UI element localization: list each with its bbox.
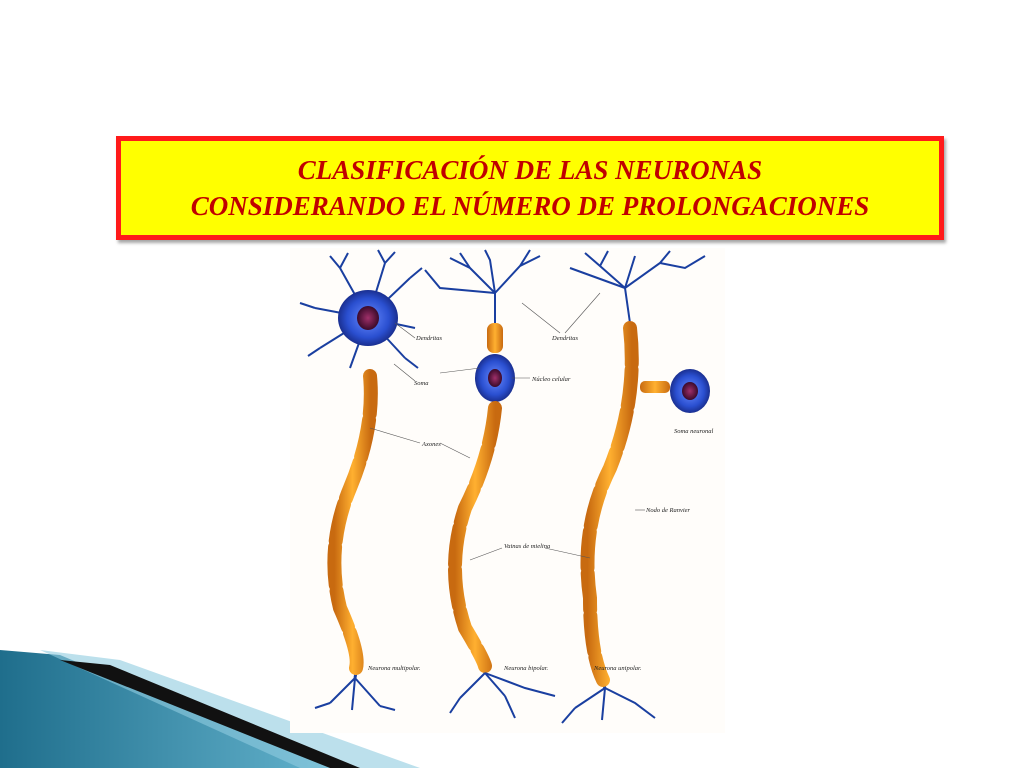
label-unipolar: Neurona unipolar. [593, 665, 642, 672]
label-nodo: Nodo de Ranvier [645, 507, 691, 514]
unipolar-myelin [580, 321, 639, 687]
label-soma-neuronal: Soma neuronal [674, 428, 713, 435]
neuron-diagram: Dendritas Soma Núcleo celular Dendritas … [290, 248, 725, 733]
bipolar-myelin [448, 401, 502, 673]
bipolar-terminals [449, 672, 556, 719]
label-axones: Axones [421, 441, 441, 448]
bipolar-nucleus [488, 369, 502, 387]
label-dendritas-left: Dendritas [415, 335, 442, 342]
title-line-1: CLASIFICACIÓN DE LAS NEURONAS [297, 154, 763, 185]
multipolar-terminals [314, 677, 396, 711]
bipolar-upper-myelin [487, 323, 503, 353]
label-nucleo: Núcleo celular [531, 376, 571, 383]
label-dendritas-right: Dendritas [551, 335, 578, 342]
unipolar-terminals [561, 687, 656, 724]
title-box: CLASIFICACIÓN DE LAS NEURONAS CONSIDERAN… [116, 136, 944, 240]
label-vainas: Vainas de mielina [504, 543, 550, 550]
label-bipolar: Neurona bipolar. [503, 665, 549, 672]
neuron-illustration: Dendritas Soma Núcleo celular Dendritas … [299, 249, 713, 724]
unipolar-nucleus [682, 382, 698, 400]
label-multipolar: Neurona multipolar. [367, 665, 421, 672]
multipolar-myelin [327, 369, 378, 675]
title-line-2: CONSIDERANDO EL NÚMERO DE PROLONGACIONES [190, 191, 870, 221]
leader-lines [369, 292, 645, 561]
unipolar-dendrites [569, 250, 706, 324]
unipolar-stalk [640, 381, 670, 393]
bipolar-dendrites [424, 249, 541, 323]
label-soma: Soma [414, 380, 428, 387]
multipolar-nucleus [357, 306, 379, 330]
